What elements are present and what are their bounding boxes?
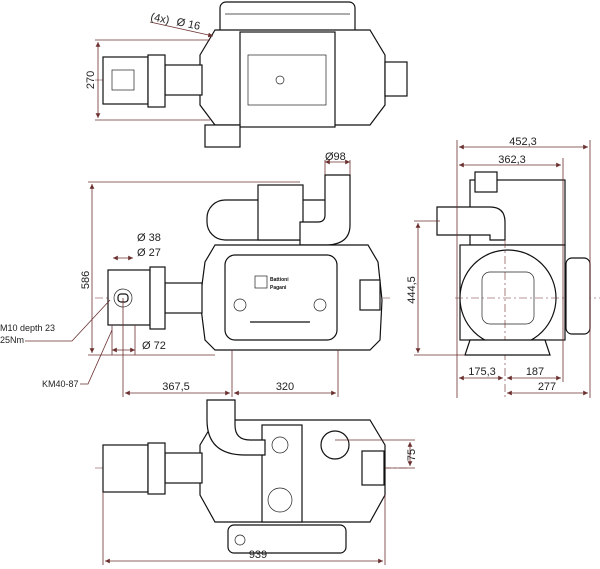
pump-housing — [261, 424, 303, 523]
tank-outline — [227, 524, 347, 554]
torque-note: 25Nm — [0, 335, 24, 345]
gearbox-flange — [147, 442, 166, 495]
dim-shaft-inner-label: Ø 27 — [137, 247, 161, 259]
logo-text-1: Battioni — [270, 277, 289, 283]
gearbox-model-note: KM40-87 — [42, 379, 79, 389]
front-cover — [224, 254, 338, 341]
hole-diameter-label: Ø 16 — [175, 16, 201, 33]
gearbox-flange — [147, 54, 166, 108]
valve-top — [474, 171, 498, 193]
gearbox — [107, 269, 151, 326]
dim-277-label: 277 — [538, 381, 556, 393]
dim-362-label: 362,3 — [498, 154, 526, 166]
dim-939-label: 939 — [249, 549, 267, 561]
hole-leader — [149, 21, 214, 38]
top-view: 270 (4x) Ø 16 — [85, 1, 410, 148]
valve-block — [257, 184, 304, 241]
dim-320-label: 320 — [276, 381, 294, 393]
dim-shaft-outer-label: Ø 38 — [137, 232, 161, 244]
elbow-pipe — [206, 399, 266, 456]
base-foot — [464, 339, 551, 356]
valve-fitting — [384, 61, 408, 97]
shaft — [164, 282, 203, 314]
dim-175-label: 175,3 — [468, 366, 496, 378]
shaft — [164, 64, 203, 96]
hole-count-label: (4x) — [149, 11, 170, 27]
shaft — [164, 452, 203, 484]
dim-187-label: 187 — [526, 366, 544, 378]
outlet-pipe — [204, 124, 241, 148]
bottom-view: 75 939 — [95, 399, 418, 565]
inlet-pipe — [436, 206, 506, 241]
thread-note: M10 depth 23 — [0, 323, 55, 333]
front-view: Battioni Pagani 586 Ø98 Ø 38 Ø 27 Ø 72 M… — [0, 151, 390, 397]
dim-367-label: 367,5 — [162, 381, 190, 393]
valve-fitting — [361, 450, 385, 486]
dim-444-label: 444,5 — [406, 276, 418, 304]
dim-flange-label: Ø 72 — [142, 340, 166, 352]
dim-pipe-dia-label: Ø98 — [325, 151, 346, 163]
dim-586-label: 586 — [80, 271, 92, 289]
logo-text-2: Pagani — [270, 285, 287, 291]
pump-housing — [239, 31, 336, 128]
side-view: 452,3 362,3 444,5 175,3 187 277 — [406, 136, 600, 400]
gearbox — [102, 56, 149, 105]
dim-270-label: 270 — [85, 71, 97, 89]
dim-452-label: 452,3 — [509, 136, 537, 148]
gearbox — [102, 444, 149, 493]
gearbox-flange — [149, 266, 166, 330]
motor-cap — [565, 257, 591, 335]
valve-round — [320, 430, 350, 460]
dim-75-label: 75 — [406, 449, 418, 461]
side-fitting — [359, 279, 381, 311]
